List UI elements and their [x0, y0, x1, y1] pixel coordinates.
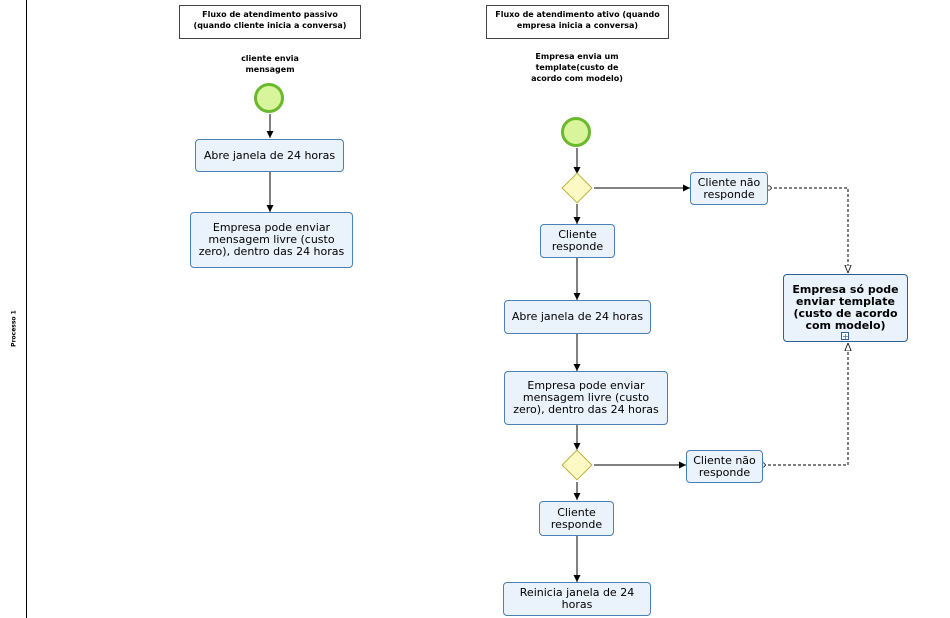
passive-start-event[interactable]: [254, 83, 284, 113]
task-open-window-passive[interactable]: Abre janela de 24 horas: [195, 139, 344, 172]
plus-icon: +: [841, 332, 849, 341]
pool-border: [26, 0, 27, 618]
passive-start-label: cliente envia mensagem: [241, 54, 299, 74]
active-start-event[interactable]: [561, 117, 591, 147]
task-client-no-reply-1[interactable]: Cliente não responde: [690, 172, 768, 205]
active-start-label: Empresa envia um template(custo de acord…: [531, 52, 623, 83]
task-open-window-active[interactable]: Abre janela de 24 horas: [504, 300, 651, 334]
annotation-passive: Fluxo de atendimento passivo (quando cli…: [179, 5, 361, 39]
task-free-message-passive[interactable]: Empresa pode enviar mensagem livre (cust…: [190, 212, 353, 268]
task-template-only[interactable]: Empresa só pode enviar template (custo d…: [783, 274, 908, 342]
annotation-active: Fluxo de atendimento ativo (quando empre…: [486, 5, 669, 39]
task-client-no-reply-2[interactable]: Cliente não responde: [686, 450, 763, 483]
task-restart-window[interactable]: Reinicia janela de 24 horas: [503, 582, 651, 616]
message-flow-1: [769, 188, 848, 273]
task-client-responds-1[interactable]: Cliente responde: [540, 224, 615, 258]
task-client-responds-2[interactable]: Cliente responde: [539, 501, 614, 536]
task-free-message-active[interactable]: Empresa pode enviar mensagem livre (cust…: [504, 371, 668, 425]
message-flow-2: [763, 343, 848, 465]
